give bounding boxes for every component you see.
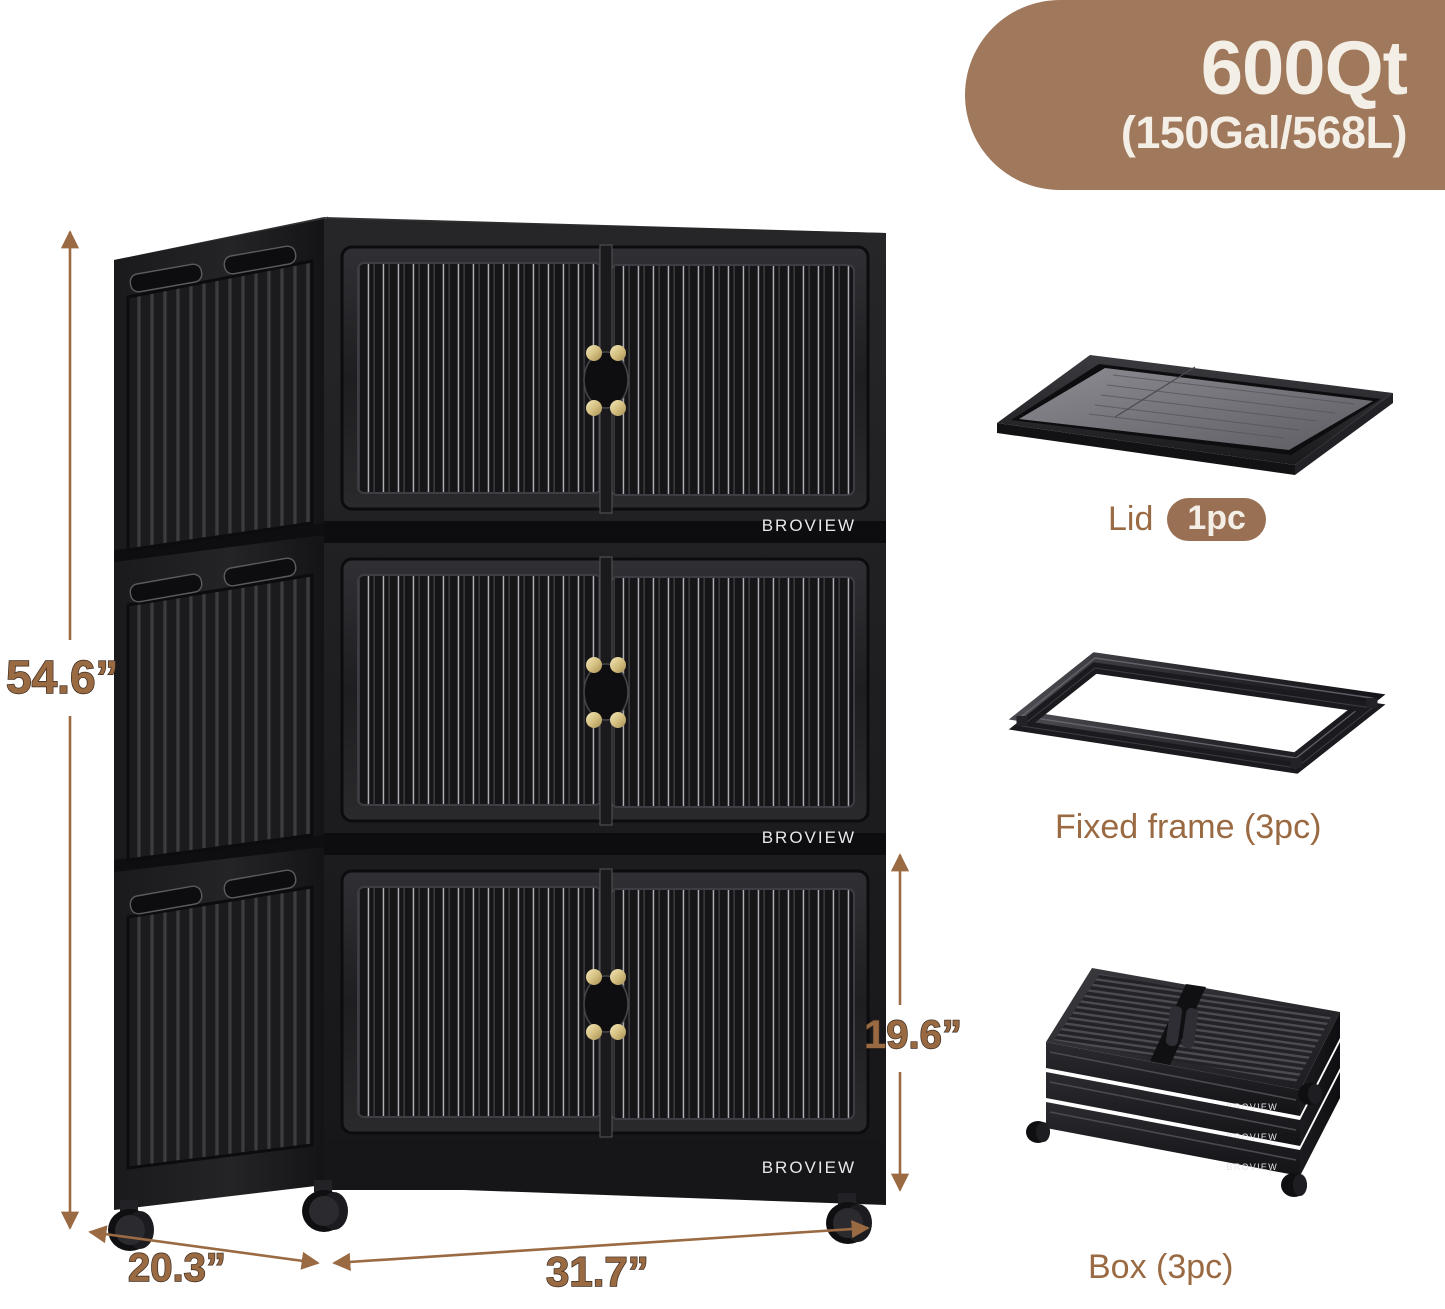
side-rib-panel-tier3 <box>126 885 314 1170</box>
door-tier-1: BROVIEW <box>340 244 870 535</box>
brand-logo-box3: BROVIEW <box>1226 1162 1278 1172</box>
capacity-badge: 600Qt (150Gal/568L) <box>965 0 1445 190</box>
height-dimension-label: 54.6” <box>5 650 119 703</box>
folded-box-casters <box>1026 1083 1322 1197</box>
capacity-secondary: (150Gal/568L) <box>1120 107 1408 159</box>
box-height-dimension-label: 19.6” <box>863 1012 962 1057</box>
capacity-primary: 600Qt <box>1200 26 1408 112</box>
brand-logo-tier2: BROVIEW <box>762 828 856 847</box>
brand-logo-tier1: BROVIEW <box>762 516 856 535</box>
brand-logo-tier3: BROVIEW <box>762 1158 856 1177</box>
folded-box-stack: BROVIEW BROVIEW BROVIEW <box>1046 1012 1340 1176</box>
door-latch <box>583 657 629 728</box>
fixed-frame-caption: Fixed frame (3pc) <box>1055 808 1321 847</box>
width-dimension-arrow <box>332 1219 870 1272</box>
lid-svg <box>997 355 1393 475</box>
lid-label: Lid <box>1108 500 1154 538</box>
cabinet-left-side <box>114 219 324 1210</box>
depth-dimension-arrow <box>88 1225 320 1270</box>
depth-dimension-label: 20.3” <box>127 1245 226 1290</box>
width-dimension-label: 31.7” <box>545 1247 649 1295</box>
lid-count-badge: 1pc <box>1167 498 1266 541</box>
door-latch <box>583 345 629 416</box>
frame-svg <box>1008 652 1386 774</box>
lid-caption: Lid 1pc <box>1108 498 1266 541</box>
door-tier-3: BROVIEW <box>340 868 870 1177</box>
folded-box-illustration: BROVIEW BROVIEW BROVIEW <box>1010 960 1400 1225</box>
box-svg: BROVIEW BROVIEW BROVIEW <box>1026 968 1340 1197</box>
fixed-frame-illustration <box>1000 650 1390 790</box>
side-handle-clips <box>129 245 297 915</box>
side-rib-panel-tier1 <box>126 259 314 552</box>
side-rib-panel-tier2 <box>126 573 314 862</box>
door-latch <box>583 969 629 1040</box>
brand-logo-box2: BROVIEW <box>1226 1132 1278 1142</box>
folded-box-caption: Box (3pc) <box>1088 1248 1234 1287</box>
fixed-frame-label: Fixed frame (3pc) <box>1055 808 1322 846</box>
lid-illustration <box>995 345 1395 475</box>
door-tier-2: BROVIEW <box>340 556 870 847</box>
brand-logo-box1: BROVIEW <box>1226 1102 1278 1112</box>
box-label: Box (3pc) <box>1088 1248 1234 1286</box>
